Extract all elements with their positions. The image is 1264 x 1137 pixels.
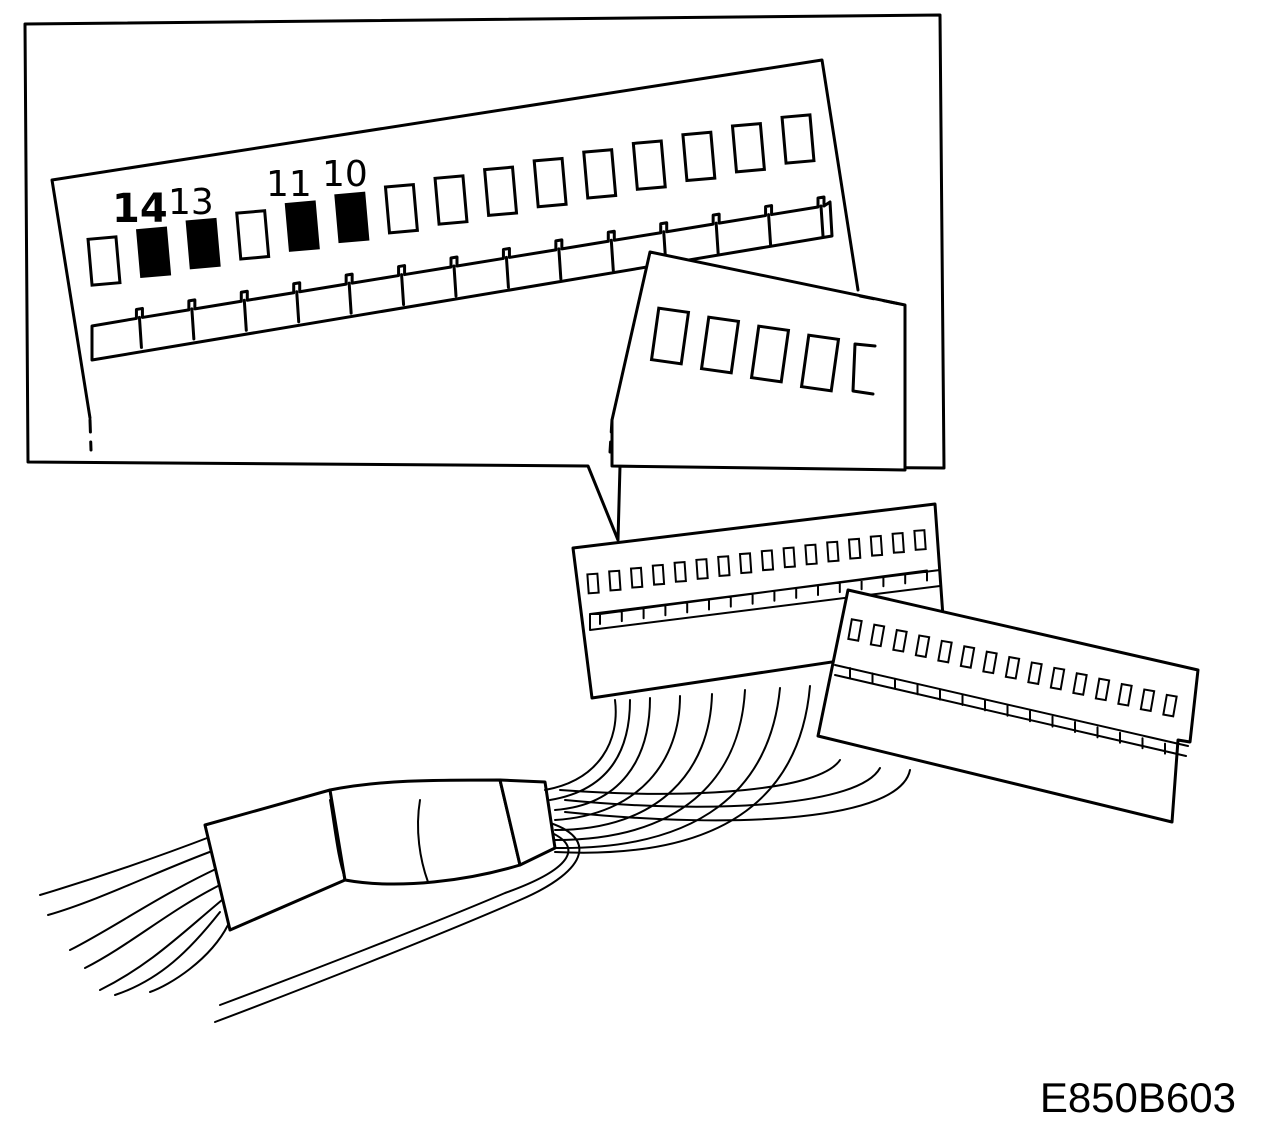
inset-pin	[749, 324, 791, 384]
latch-divider	[295, 290, 301, 324]
front-pin	[982, 650, 998, 675]
front-pin	[1139, 688, 1156, 713]
callout-pin	[482, 165, 519, 218]
front-pin	[1162, 693, 1178, 718]
callout-pin	[582, 148, 618, 200]
front-pin	[1094, 677, 1111, 702]
front-pin	[847, 618, 863, 642]
front-connector	[816, 588, 1200, 824]
back-connector-pins	[586, 529, 927, 595]
inset-pin	[799, 333, 841, 393]
back-pin	[826, 540, 840, 563]
front-pin	[869, 623, 886, 648]
back-pin	[586, 572, 600, 595]
pin-label-13: 13	[168, 182, 214, 223]
back-pin	[847, 537, 862, 560]
latch-divider	[504, 255, 510, 289]
callout-pin	[86, 235, 122, 287]
latch-divider	[400, 273, 406, 307]
latch-divider	[609, 238, 615, 272]
latch-divider	[347, 281, 353, 315]
inset-pin-row	[649, 306, 877, 396]
front-pin	[1027, 661, 1043, 686]
back-pin	[673, 561, 687, 583]
latch-divider	[714, 221, 720, 255]
front-pin	[1004, 655, 1021, 680]
latch-divider	[557, 247, 563, 281]
latch-divider	[190, 307, 196, 341]
inset-pin	[649, 306, 691, 366]
callout-pin-row	[86, 113, 816, 287]
harness-sleeve-2	[328, 778, 522, 886]
pin-label-14: 14	[112, 186, 168, 232]
callout-pin	[383, 182, 420, 235]
callout-pin	[532, 156, 568, 209]
inset-pin	[699, 315, 741, 375]
callout-pin	[433, 174, 469, 226]
back-pin	[738, 552, 753, 575]
callout-connector-outline	[50, 58, 860, 420]
harness-loop-wire	[214, 819, 581, 1023]
front-latch-strip	[834, 664, 1189, 757]
callout-pin	[235, 209, 271, 261]
callout-connector: 14 13 11 10	[50, 58, 860, 452]
callout-pin	[135, 226, 172, 279]
front-pin	[1072, 672, 1088, 696]
inset-pin	[851, 342, 877, 396]
callout-inset-connector	[608, 250, 907, 472]
callout-pin	[334, 191, 370, 244]
back-pin	[717, 555, 731, 577]
harness	[39, 685, 911, 1023]
latch-divider	[137, 315, 143, 349]
back-pin	[891, 532, 905, 554]
latch-divider	[452, 264, 458, 298]
harness-sleeve-1	[203, 788, 347, 932]
pin-label-10: 10	[322, 154, 368, 195]
pin-label-11: 11	[266, 164, 312, 205]
callout-pin	[681, 130, 717, 183]
harness-wires-left	[39, 834, 229, 996]
front-pin	[959, 645, 976, 669]
front-pin	[1117, 682, 1133, 707]
back-pin	[869, 534, 884, 557]
back-pin	[651, 563, 666, 586]
back-pin	[804, 543, 818, 566]
back-pin	[695, 558, 709, 580]
front-pin	[1049, 666, 1066, 691]
callout-connector-dash-left	[88, 418, 93, 452]
callout-pin	[631, 139, 667, 191]
back-pin	[629, 566, 644, 589]
callout-pin	[185, 217, 221, 270]
back-latch-strip	[589, 569, 941, 631]
front-pin	[892, 628, 908, 653]
harness-wires-right	[544, 685, 911, 854]
callout-pin	[780, 113, 816, 165]
front-connector-pins	[847, 618, 1178, 718]
callout-latch-strip	[90, 195, 834, 362]
latch-divider	[819, 204, 825, 238]
latch-divider	[767, 213, 773, 247]
front-pin	[937, 639, 953, 664]
back-pin	[782, 546, 796, 569]
back-pin	[760, 549, 775, 572]
callout-pin	[730, 121, 767, 174]
callout-pin	[284, 200, 320, 252]
latch-divider	[242, 298, 248, 332]
back-pin	[608, 569, 622, 592]
back-pin	[913, 529, 927, 551]
figure-code: E850B603	[1040, 1074, 1236, 1121]
front-pin	[914, 634, 931, 659]
